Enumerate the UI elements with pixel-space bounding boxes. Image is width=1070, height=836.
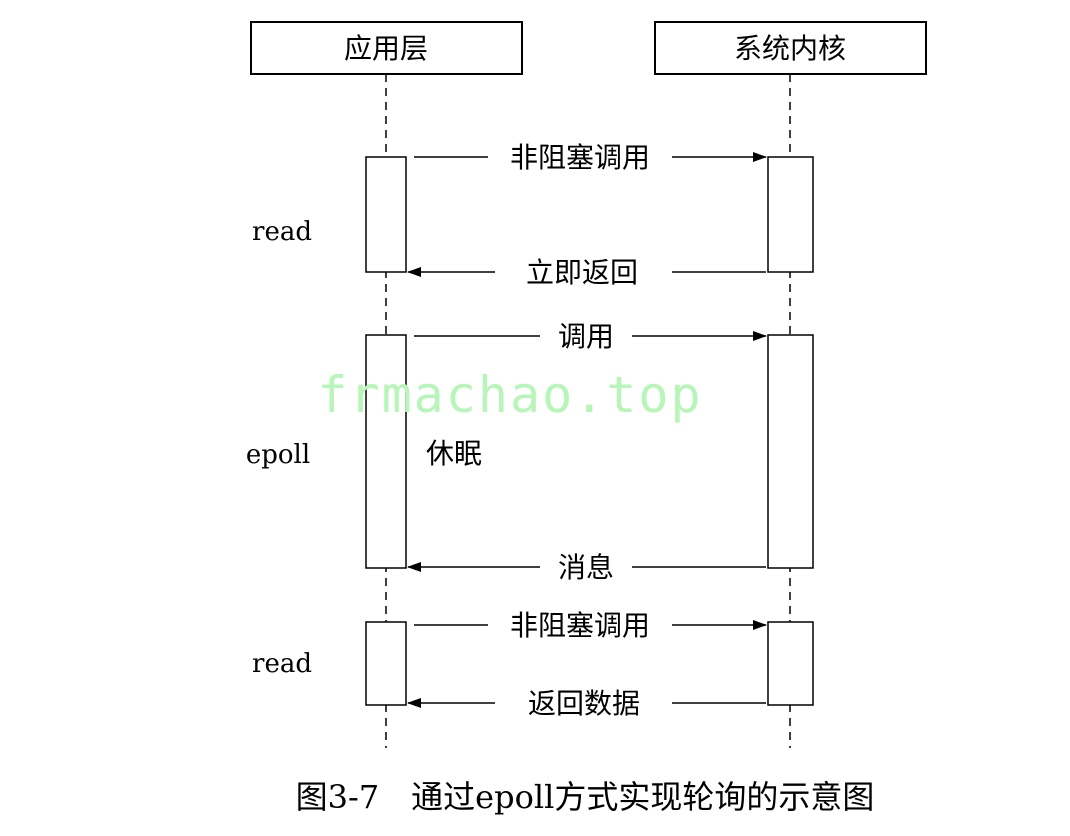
actor-app: 应用层: [250, 21, 523, 75]
phase-label-read-2: read: [252, 649, 312, 679]
message-5-label: 非阻塞调用: [510, 609, 650, 642]
message-3-label: 调用: [558, 320, 614, 353]
activation-kernel-read-1: [767, 156, 814, 273]
activation-kernel-epoll: [767, 334, 814, 569]
message-2: 立即返回: [407, 256, 766, 289]
message-2-label: 立即返回: [526, 256, 638, 289]
message-1-label: 非阻塞调用: [510, 141, 650, 174]
message-4: 消息: [407, 551, 766, 584]
message-6-label: 返回数据: [528, 687, 640, 720]
actor-app-label: 应用层: [344, 32, 428, 65]
actor-kernel-box: [654, 21, 927, 75]
actor-app-box: [250, 21, 523, 75]
phase-label-epoll: epoll: [246, 440, 310, 470]
activation-app-read-1: [365, 156, 407, 273]
message-3: 调用: [414, 320, 767, 353]
watermark-text: frmachao.top: [317, 366, 702, 424]
message-4-label: 消息: [558, 551, 614, 584]
message-5: 非阻塞调用: [414, 609, 767, 642]
phase-label-read-1: read: [252, 217, 312, 247]
activation-app-epoll: [365, 334, 407, 569]
activation-app-read-2: [365, 621, 407, 706]
actor-kernel: 系统内核: [654, 21, 927, 75]
sleep-note: 休眠: [426, 437, 482, 470]
actor-kernel-label: 系统内核: [734, 32, 846, 65]
figure-caption: 图3-7 通过epoll方式实现轮询的示意图: [296, 778, 875, 816]
message-6: 返回数据: [407, 687, 766, 720]
activation-kernel-read-2: [767, 621, 814, 706]
message-1: 非阻塞调用: [414, 141, 767, 174]
